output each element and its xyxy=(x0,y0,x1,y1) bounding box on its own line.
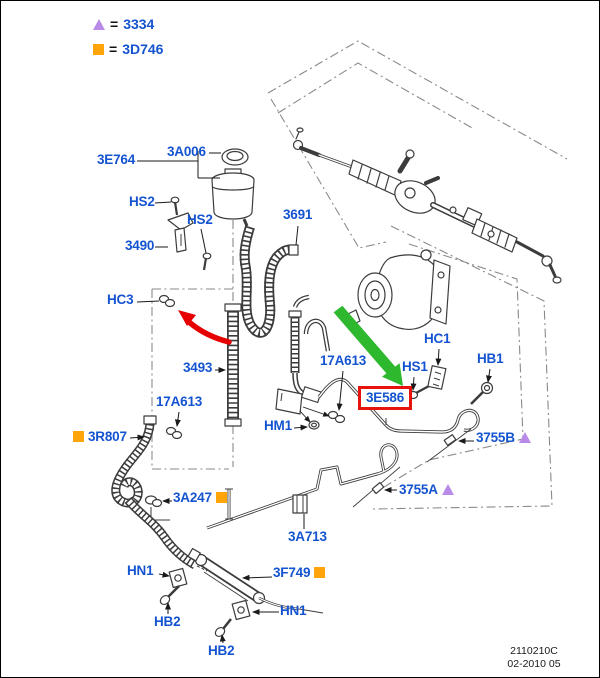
part-label-3A247: 3A247 xyxy=(173,491,227,505)
part-label-HB2: HB2 xyxy=(154,614,181,629)
part-code-text: HS2 xyxy=(129,194,155,209)
part-label-HC1: HC1 xyxy=(424,331,451,346)
part-label-3E586: 3E586 xyxy=(358,386,413,410)
part-code-text: 3493 xyxy=(183,360,213,375)
doc-revision: 02-2010 05 xyxy=(507,658,561,671)
part-label-3R807: 3R807 xyxy=(73,430,127,444)
legend-item-3D746: = 3D746 xyxy=(93,41,163,57)
part-code-text: 3F749 xyxy=(273,565,311,580)
legend: = 3334 = 3D746 xyxy=(93,16,163,57)
part-code-text: 3A247 xyxy=(173,490,212,505)
part-label-3E764: 3E764 xyxy=(97,153,135,167)
part-code-text: HC1 xyxy=(424,331,451,346)
part-label-HS2: HS2 xyxy=(129,195,155,209)
part-label-3A006: 3A006 xyxy=(167,145,206,159)
part-code-text: 3E586 xyxy=(366,390,405,405)
fasteners-art xyxy=(158,196,494,638)
legend-code: 3334 xyxy=(123,16,155,32)
leader-lines xyxy=(129,151,492,644)
part-label-HN1: HN1 xyxy=(127,563,154,578)
part-label-3A713: 3A713 xyxy=(288,530,327,544)
part-label-17A613: 17A613 xyxy=(156,395,202,409)
legend-equals: = xyxy=(110,16,119,32)
part-code-text: 17A613 xyxy=(320,353,367,368)
part-code-text: 3755A xyxy=(399,482,438,497)
part-code-text: HB2 xyxy=(154,614,181,629)
part-code-text: HS2 xyxy=(187,212,213,227)
part-label-3F749: 3F749 xyxy=(273,565,326,580)
part-code-text: 3490 xyxy=(125,238,155,253)
hoses-pipes-art xyxy=(111,225,480,614)
pump-art xyxy=(345,249,451,330)
part-label-HS1: HS1 xyxy=(402,360,428,374)
part-label-3490: 3490 xyxy=(125,239,154,253)
legend-equals: = xyxy=(109,41,118,57)
part-label-HS2: HS2 xyxy=(187,213,213,227)
part-code-text: 3691 xyxy=(283,207,313,222)
part-label-HC3: HC3 xyxy=(107,292,134,307)
part-label-3755A: 3755A xyxy=(399,483,454,497)
part-label-HB1: HB1 xyxy=(477,351,504,366)
part-code-text: HN1 xyxy=(280,603,307,618)
part-label-HM1: HM1 xyxy=(264,419,292,433)
part-label-17A613: 17A613 xyxy=(320,354,366,368)
part-code-text: HN1 xyxy=(127,563,154,578)
square-icon xyxy=(93,43,104,55)
part-code-text: 3A006 xyxy=(167,144,206,159)
doc-number: 2110210C xyxy=(510,645,558,657)
square-icon xyxy=(73,431,84,443)
square-icon xyxy=(215,492,227,504)
green-arrow xyxy=(333,305,403,386)
red-arrow xyxy=(178,310,232,345)
legend-code: 3D746 xyxy=(122,41,164,57)
part-code-text: HB1 xyxy=(477,351,504,366)
part-label-HB2: HB2 xyxy=(208,643,235,658)
part-code-text: 3E764 xyxy=(97,152,136,167)
part-label-3691: 3691 xyxy=(283,208,312,222)
footer-doc-info: 2110210C 02-2010 05 xyxy=(479,645,589,671)
part-code-text: HB2 xyxy=(208,643,235,658)
part-label-3493: 3493 xyxy=(183,361,212,375)
part-code-text: HS1 xyxy=(402,359,428,374)
triangle-icon xyxy=(518,432,531,444)
part-code-text: 3755B xyxy=(476,430,515,445)
boundary-lines xyxy=(151,40,568,510)
part-label-HN1: HN1 xyxy=(280,603,307,618)
square-icon xyxy=(314,567,326,579)
part-code-text: HC3 xyxy=(107,292,134,307)
triangle-icon xyxy=(441,484,454,496)
triangle-icon xyxy=(93,18,105,30)
part-code-text: HM1 xyxy=(264,418,292,433)
steering-rack-art xyxy=(292,127,562,284)
legend-item-3334: = 3334 xyxy=(93,16,163,32)
reservoir-art xyxy=(211,148,255,227)
part-code-text: 17A613 xyxy=(156,394,203,409)
part-code-text: 3A713 xyxy=(288,529,327,544)
part-code-text: 3R807 xyxy=(88,429,127,444)
part-label-3755B: 3755B xyxy=(476,431,531,445)
